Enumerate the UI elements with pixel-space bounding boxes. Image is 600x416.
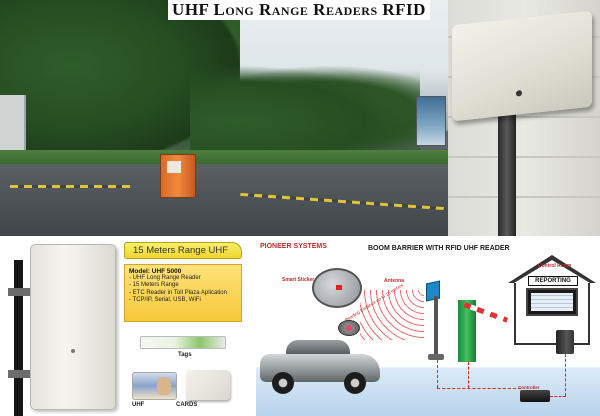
uhf-reader-product [0, 240, 120, 416]
billboard [416, 96, 446, 146]
bracket [8, 370, 38, 378]
cable [437, 388, 521, 389]
controller-box [520, 390, 550, 402]
model-name: Model: UHF 5000 [129, 268, 182, 275]
uhf-reader-panel [452, 10, 592, 122]
barrier-cabinet [458, 300, 476, 362]
parking-lot-photo [0, 0, 448, 236]
range-banner: 15 Meters Range UHF [124, 242, 242, 259]
hedge [0, 150, 448, 164]
smart-sticker-label: Smart Sticker [282, 277, 315, 283]
reader-on-pole-photo [448, 0, 600, 236]
antenna-base [428, 354, 444, 360]
smart-sticker-zoom [312, 268, 362, 308]
road [0, 164, 448, 236]
cable [565, 354, 566, 396]
controller-label: Controller [518, 385, 540, 390]
control-room-label: Control Room [538, 263, 572, 269]
page-title: UHF Long Range Readers RFID [168, 0, 430, 20]
pole [498, 100, 516, 236]
mounting-pole [14, 260, 23, 416]
feature-item: - ETC Reader in Toll Plaza Aplication [129, 289, 227, 296]
uhf-label: UHF [132, 402, 145, 408]
feature-item: - TCP/IP, Serial, USB, WiFi [129, 297, 201, 304]
reporting-sign: REPORTING [528, 276, 578, 286]
cards-label: CARDS [176, 402, 198, 408]
spec-box: Model: UHF 5000 - UHF Long Range Reader … [124, 264, 242, 322]
wheel [344, 372, 366, 394]
suv-car [260, 340, 380, 398]
cable [468, 362, 469, 388]
diagram-headline: BOOM BARRIER WITH RFID UHF READER [368, 245, 510, 252]
palm-trees [190, 65, 420, 160]
blank-card-image [186, 370, 230, 400]
tags-label: Tags [178, 352, 192, 358]
computer-tower-icon [556, 330, 574, 354]
feature-item: - 15 Meters Range [129, 282, 179, 289]
boom-barrier-diagram: PIONEER SYSTEMS BOOM BARRIER WITH RFID U… [256, 240, 600, 416]
wheel [272, 372, 294, 394]
company-name: PIONEER SYSTEMS [260, 243, 327, 250]
feature-list: - UHF Long Range Reader - 15 Meters Rang… [125, 275, 241, 305]
rfid-tag-image [140, 336, 226, 349]
antenna-label: Antenna [384, 278, 404, 284]
feature-item: - UHF Long Range Reader [129, 275, 201, 281]
antenna-stand [434, 296, 438, 356]
road-marking [10, 185, 130, 188]
cable [550, 396, 566, 397]
boom-gate-cabinet [160, 154, 196, 198]
id-card-image [132, 372, 177, 400]
monitor-icon [526, 288, 578, 316]
building [0, 95, 26, 155]
product-info: 15 Meters Range UHF Model: UHF 5000 - UH… [122, 240, 256, 416]
uhf-reader-panel [30, 244, 116, 410]
sticker-detail [338, 320, 360, 336]
signal-waves [360, 290, 424, 340]
cable [437, 360, 438, 388]
bracket [8, 288, 38, 296]
